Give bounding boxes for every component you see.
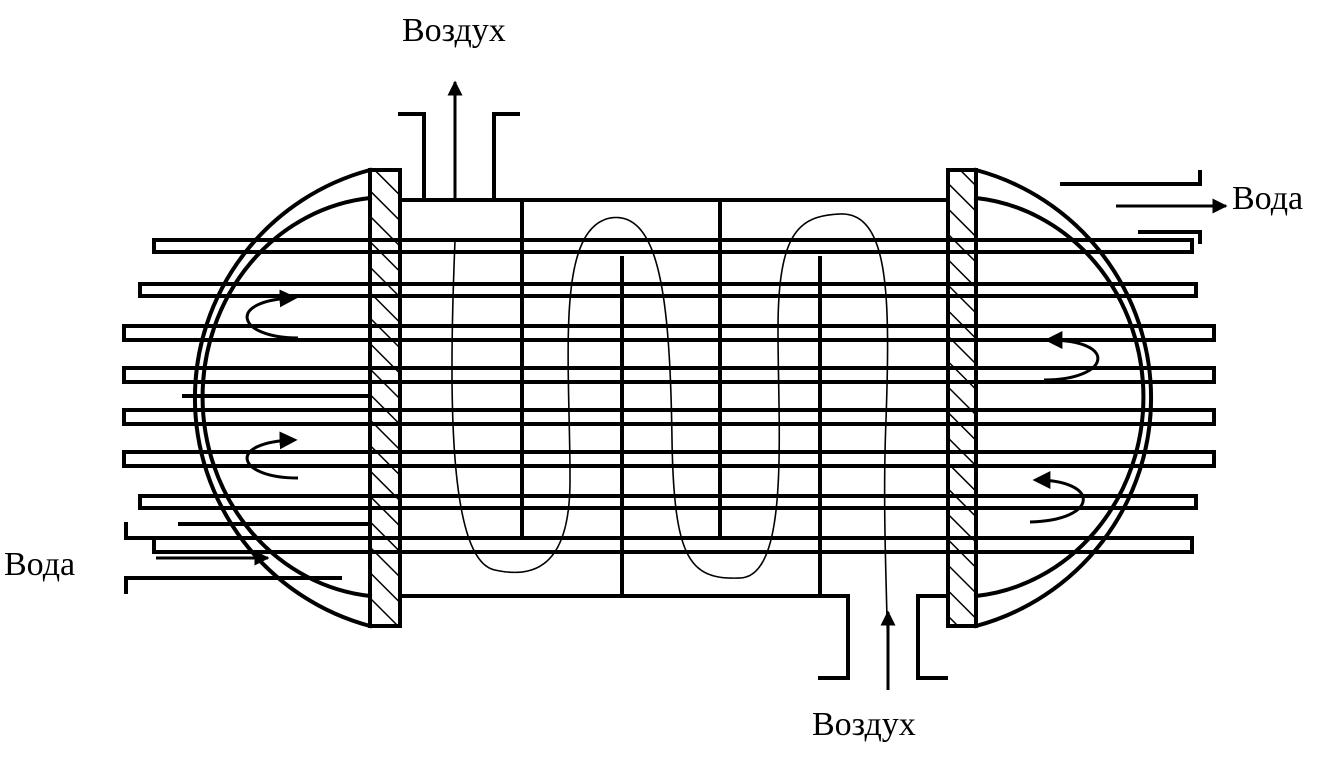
turn-arrow-right-upper — [1043, 331, 1100, 382]
flow-arrows — [156, 80, 1228, 690]
turn-arrow-left-upper — [245, 289, 299, 340]
turn-arrow-right-lower — [1029, 471, 1085, 524]
left-head — [124, 167, 373, 629]
water-outlet-label: Вода — [1232, 180, 1304, 217]
air-outlet-label: Воздух — [402, 12, 506, 49]
turn-arrow-left-lower — [245, 431, 299, 480]
right-head — [973, 167, 1202, 629]
shell-flow-path — [451, 213, 889, 691]
tube-bundle — [122, 238, 1216, 554]
shell-body — [398, 112, 950, 680]
tube-sheets — [368, 168, 978, 628]
water-inlet-label: Вода — [4, 546, 76, 583]
air-inlet-label: Воздух — [812, 706, 916, 743]
